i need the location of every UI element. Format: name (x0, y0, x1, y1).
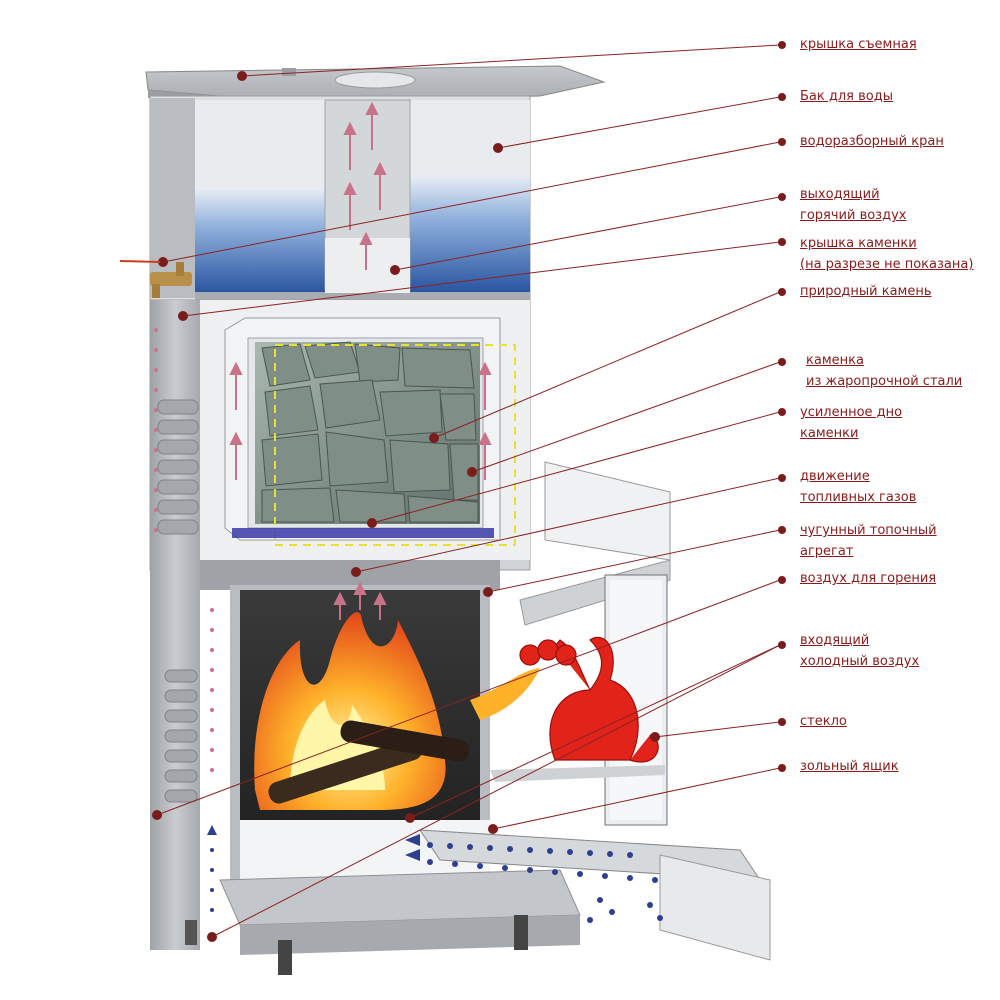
side-air-dots (154, 328, 214, 772)
label-cast-iron-firebox: чугунный топочный агрегат (800, 520, 937, 562)
label-line: водоразборный кран (800, 134, 944, 149)
label-flue-gas-movement: движение топливных газов (800, 466, 916, 508)
label-heater-steel: каменка из жаропрочной стали (806, 350, 962, 392)
label-hot-air-out: выходящий горячий воздух (800, 184, 906, 226)
label-line: холодный воздух (800, 654, 920, 669)
side-vents (157, 399, 199, 803)
label-ash-box: зольный ящик (800, 756, 899, 777)
tap-pointer-line (119, 260, 161, 263)
label-removable-lid: крышка съемная (800, 34, 917, 55)
label-line: зольный ящик (800, 759, 899, 774)
label-reinforced-bottom: усиленное дно каменки (800, 402, 902, 444)
label-line: природный камень (800, 284, 932, 299)
label-water-tank: Бак для воды (800, 86, 893, 107)
label-line: каменка (806, 353, 864, 368)
leader-lines (156, 44, 781, 938)
label-cold-air-in: входящий холодный воздух (800, 630, 919, 672)
label-line: выходящий (800, 187, 880, 202)
label-water-tap: водоразборный кран (800, 131, 944, 152)
hot-air-arrows (229, 101, 492, 620)
label-line: Бак для воды (800, 89, 893, 104)
label-heater-lid: крышка каменки (на разрезе не показана) (800, 233, 973, 275)
label-line: чугунный топочный (800, 523, 937, 538)
fire-flames (254, 612, 540, 810)
heater-chamber (224, 317, 516, 546)
label-line: из жаропрочной стали (806, 374, 963, 389)
label-line: горячий воздух (800, 208, 907, 223)
label-line: входящий (800, 633, 870, 648)
label-line: стекло (800, 714, 847, 729)
door-glass (490, 461, 671, 826)
label-line: крышка каменки (800, 236, 917, 251)
label-line: (на разрезе не показана) (800, 257, 974, 272)
label-line: каменки (800, 426, 859, 441)
flue-pipe (324, 99, 411, 293)
label-combustion-air: воздух для горения (800, 568, 936, 589)
leader-dots (152, 41, 786, 942)
label-line: движение (800, 469, 870, 484)
label-natural-stone: природный камень (800, 281, 932, 302)
label-line: крышка съемная (800, 37, 917, 52)
water-tap-shape (150, 262, 192, 298)
label-line: воздух для горения (800, 571, 937, 586)
cold-air-dots (207, 825, 663, 923)
label-glass: стекло (800, 711, 847, 732)
label-line: топливных газов (800, 490, 917, 505)
label-line: агрегат (800, 544, 854, 559)
label-line: усиленное дно (800, 405, 903, 420)
dragon-illustration (519, 636, 659, 763)
